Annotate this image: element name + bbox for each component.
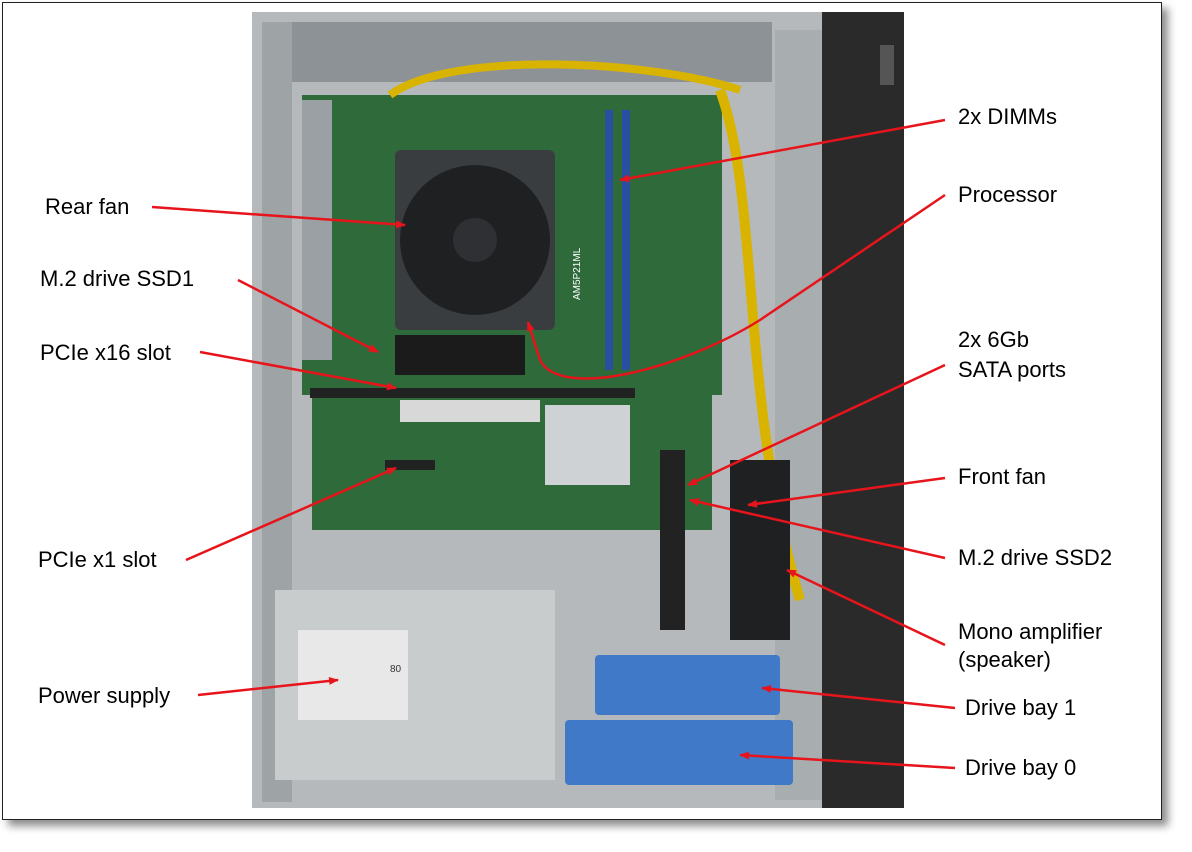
arrow-pcie-x16 bbox=[199, 350, 397, 391]
label-pcie-x16: PCIe x16 slot bbox=[40, 340, 171, 365]
arrow-m2-ssd1 bbox=[237, 278, 379, 354]
arrow-power-supply bbox=[197, 676, 339, 697]
arrow-drive-bay-1 bbox=[761, 684, 956, 710]
psu-rating: 80 bbox=[390, 664, 402, 675]
label-sata-line2: SATA ports bbox=[958, 357, 1067, 382]
label-pcie-x1: PCIe x1 slot bbox=[38, 547, 157, 572]
dimm-slot-1 bbox=[605, 110, 613, 370]
label-m2-ssd1: M.2 drive SSD1 bbox=[40, 266, 195, 291]
label-drive-bay-0: Drive bay 0 bbox=[965, 755, 1077, 780]
board-marking: AM5P21ML bbox=[572, 247, 583, 300]
arrow-drive-bay-0 bbox=[739, 751, 956, 770]
label-drive-bay-1: Drive bay 1 bbox=[965, 695, 1077, 720]
label-mono-line2: (speaker) bbox=[958, 647, 1051, 672]
arrow-processor bbox=[526, 193, 946, 380]
arrow-mono-amplifier bbox=[786, 568, 946, 647]
drive-bay-1 bbox=[595, 655, 780, 715]
m2-ssd1-slot bbox=[395, 335, 525, 375]
label-m2-ssd2: M.2 drive SSD2 bbox=[958, 545, 1113, 570]
label-front-fan: Front fan bbox=[958, 464, 1047, 489]
drive-bay-0 bbox=[565, 720, 793, 785]
label-mono-line1: Mono amplifier bbox=[958, 619, 1103, 644]
arrow-rear-fan bbox=[151, 205, 406, 229]
arrow-pcie-x1 bbox=[185, 466, 397, 562]
pcie-x1-slot bbox=[385, 460, 435, 470]
label-power-supply: Power supply bbox=[38, 683, 171, 708]
label-rear-fan: Rear fan bbox=[45, 194, 130, 219]
arrow-sata-ports bbox=[687, 363, 946, 487]
chipset-heatsink bbox=[545, 405, 630, 485]
pcie-x16-slot bbox=[310, 388, 635, 398]
label-sata-line1: 2x 6Gb bbox=[958, 327, 1029, 352]
arrow-front-fan bbox=[747, 476, 946, 508]
dimm-slot-2 bbox=[622, 110, 630, 370]
arrow-dimms bbox=[619, 118, 946, 183]
label-dimms: 2x DIMMs bbox=[958, 104, 1057, 129]
label-processor: Processor bbox=[958, 182, 1058, 207]
arrow-m2-ssd2 bbox=[689, 498, 946, 560]
front-fan bbox=[730, 460, 790, 640]
front-panel bbox=[822, 12, 904, 808]
